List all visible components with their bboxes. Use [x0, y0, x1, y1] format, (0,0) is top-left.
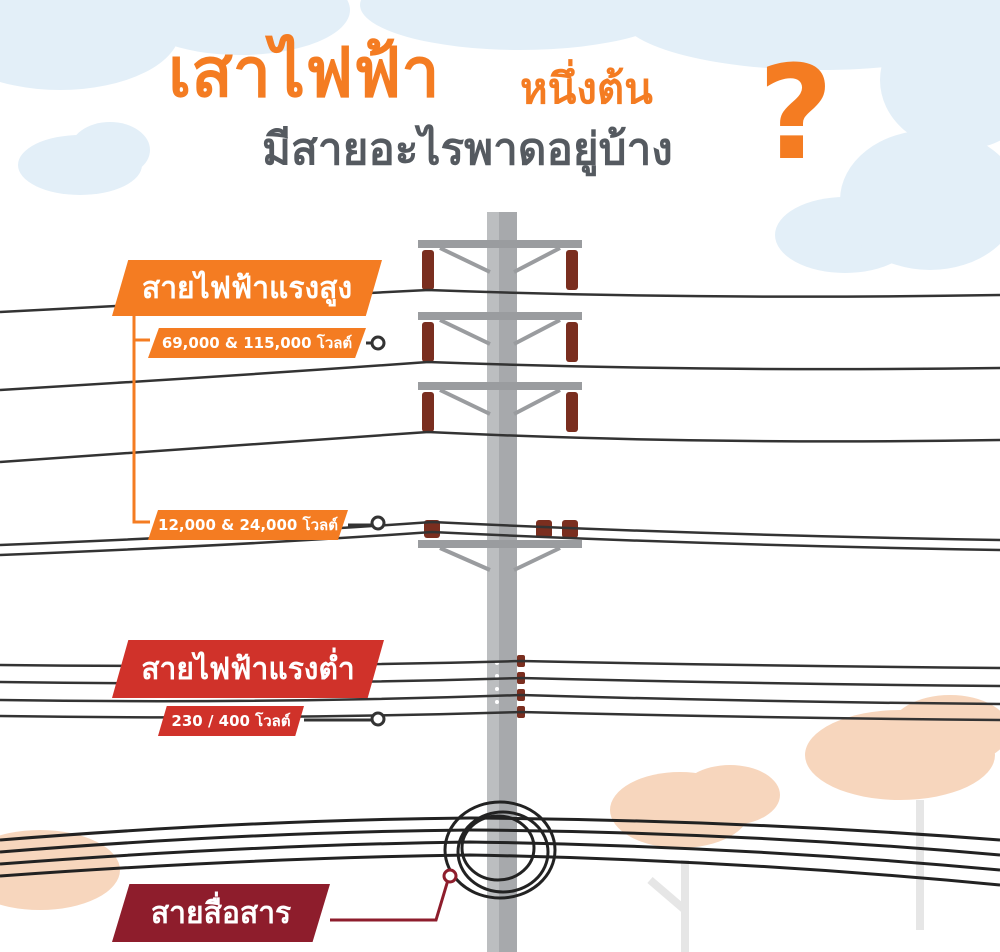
lv-voltage: 230 / 400 โวลต์: [158, 706, 304, 736]
hv-distribution-voltage: 12,000 & 24,000 โวลต์: [148, 510, 348, 540]
hv-transmission-voltage: 69,000 & 115,000 โวลต์: [148, 328, 366, 358]
insulators: [422, 250, 578, 718]
low-voltage-label: สายไฟฟ้าแรงต่ำ: [112, 640, 384, 698]
brace-struts: [439, 246, 561, 572]
title-main: เสาไฟฟ้า: [168, 34, 440, 113]
power-wires: [0, 288, 1000, 722]
tree-trunks: [647, 800, 924, 952]
cross-arms: [418, 240, 582, 548]
background-clouds: [0, 0, 1000, 273]
communication-label: สายสื่อสาร: [112, 884, 330, 942]
connector-dots: [370, 335, 458, 884]
title-secondary: หนึ่งต้น: [520, 64, 653, 113]
high-voltage-label: สายไฟฟ้าแรงสูง: [112, 260, 382, 316]
communication-cables: [0, 800, 1000, 900]
label-connectors: [132, 316, 450, 922]
background-trees: [0, 695, 1000, 910]
title-subtitle: มีสายอะไรพาดอยู่บ้าง: [262, 124, 673, 175]
question-mark: ?: [758, 37, 834, 189]
